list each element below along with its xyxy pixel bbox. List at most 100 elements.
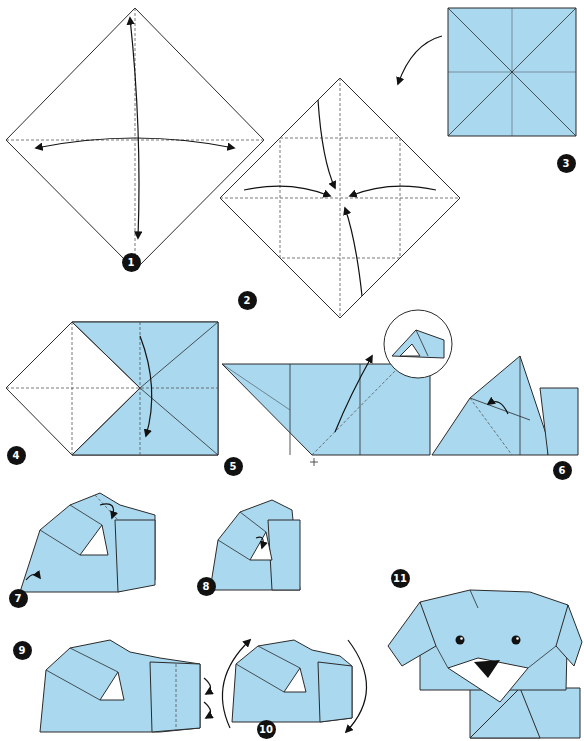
step-10-figure bbox=[232, 640, 352, 722]
step-8-figure bbox=[256, 537, 263, 548]
step-5-figure bbox=[312, 366, 400, 455]
step-6-figure bbox=[540, 388, 578, 455]
step-7-figure bbox=[100, 504, 114, 518]
step-11-dog-face bbox=[474, 660, 500, 678]
step-1-figure bbox=[130, 18, 139, 238]
step-7-figure bbox=[115, 520, 155, 592]
step-11-dog-face bbox=[528, 646, 556, 668]
step-6-figure bbox=[432, 356, 548, 455]
step-2-figure bbox=[318, 100, 335, 188]
step-8-figure bbox=[268, 520, 300, 590]
step-11-dog-face bbox=[460, 637, 463, 640]
step-10-figure bbox=[284, 668, 306, 692]
step-11-dog-face bbox=[512, 636, 521, 645]
step-9-figure bbox=[204, 702, 211, 718]
step-9-figure bbox=[150, 662, 200, 732]
step-7-figure bbox=[70, 505, 102, 525]
callout-number: 1 bbox=[122, 253, 141, 272]
callout-number: 10 bbox=[257, 720, 276, 739]
step-4-figure bbox=[72, 388, 140, 455]
step-9-figure bbox=[204, 678, 211, 694]
step-8-figure bbox=[240, 512, 266, 532]
step-4-figure bbox=[72, 322, 73, 455]
step-3-figure bbox=[448, 8, 576, 136]
callout-number: 11 bbox=[391, 569, 410, 588]
step-7-figure bbox=[80, 525, 108, 555]
step-4-figure bbox=[6, 322, 218, 455]
step-5-figure bbox=[310, 458, 318, 466]
step-6-figure bbox=[488, 402, 508, 414]
step-11-dog-face bbox=[470, 688, 580, 738]
step-11-dog-face bbox=[448, 658, 528, 702]
callout-number: 2 bbox=[238, 291, 257, 310]
step-2-figure bbox=[340, 78, 341, 318]
step-3-figure bbox=[448, 72, 576, 73]
step-10-figure bbox=[258, 646, 300, 668]
step-5-figure bbox=[335, 356, 372, 432]
step-6-figure bbox=[432, 356, 578, 455]
step-4-figure bbox=[72, 322, 218, 455]
step-2-figure bbox=[345, 208, 362, 296]
step-10-figure bbox=[222, 640, 250, 728]
step-5-figure bbox=[222, 364, 290, 410]
step-4-figure bbox=[6, 388, 218, 389]
step-9-figure bbox=[70, 648, 118, 672]
callout-number: 9 bbox=[13, 641, 32, 660]
step-11-dog-face bbox=[436, 646, 448, 668]
step-4-figure bbox=[140, 322, 218, 388]
step-7-figure bbox=[40, 530, 80, 555]
step-6-figure bbox=[520, 356, 521, 455]
step-9-figure bbox=[40, 640, 200, 732]
step-4-figure bbox=[140, 322, 141, 455]
step-9-figure bbox=[176, 664, 177, 730]
step-1-figure bbox=[6, 8, 264, 270]
step-11-dog-face bbox=[456, 636, 465, 645]
step-4-figure bbox=[72, 322, 140, 388]
step-7-figure bbox=[20, 493, 155, 592]
step-3-figure bbox=[448, 8, 576, 136]
callout-number: 7 bbox=[9, 589, 28, 608]
step-5-figure bbox=[384, 310, 452, 378]
step-11-dog-face bbox=[388, 590, 582, 738]
step-2-figure bbox=[220, 78, 460, 318]
step-3-figure bbox=[398, 8, 576, 136]
step-11-dog-face bbox=[556, 605, 582, 666]
step-5-figure bbox=[400, 344, 420, 356]
step-1-figure bbox=[36, 138, 234, 148]
step-10-figure bbox=[346, 640, 367, 732]
step-9-figure bbox=[40, 640, 211, 732]
step-8-figure bbox=[210, 500, 300, 590]
step-5-figure bbox=[222, 310, 452, 466]
step-11-dog-face bbox=[470, 590, 478, 608]
step-2-figure bbox=[244, 186, 330, 196]
step-2-figure bbox=[350, 186, 436, 196]
step-2-figure bbox=[220, 78, 460, 318]
step-7-figure bbox=[95, 495, 118, 520]
step-4-figure bbox=[6, 322, 218, 455]
step-3-figure bbox=[398, 36, 442, 84]
step-11-dog-face bbox=[388, 602, 436, 666]
callout-number: 8 bbox=[197, 577, 216, 596]
step-7-figure bbox=[20, 493, 155, 592]
callout-number: 6 bbox=[553, 461, 572, 480]
step-6-figure bbox=[470, 398, 530, 420]
step-8-figure bbox=[250, 532, 272, 560]
step-11-dog-face bbox=[516, 637, 519, 640]
callout-number: 5 bbox=[224, 457, 243, 476]
step-5-figure bbox=[416, 330, 428, 356]
step-10-figure bbox=[318, 662, 352, 722]
step-4-figure bbox=[140, 336, 152, 436]
step-9-figure bbox=[100, 672, 124, 700]
callout-number: 4 bbox=[7, 446, 26, 465]
step-10-figure bbox=[222, 640, 366, 732]
step-9-figure bbox=[46, 670, 100, 700]
step-10-figure bbox=[236, 664, 284, 692]
step-5-figure bbox=[222, 364, 430, 455]
callout-number: 3 bbox=[557, 154, 576, 173]
step-1-figure bbox=[6, 8, 264, 270]
step-6-figure bbox=[470, 398, 512, 455]
step-1-figure bbox=[135, 8, 136, 270]
step-3-figure bbox=[448, 8, 576, 136]
